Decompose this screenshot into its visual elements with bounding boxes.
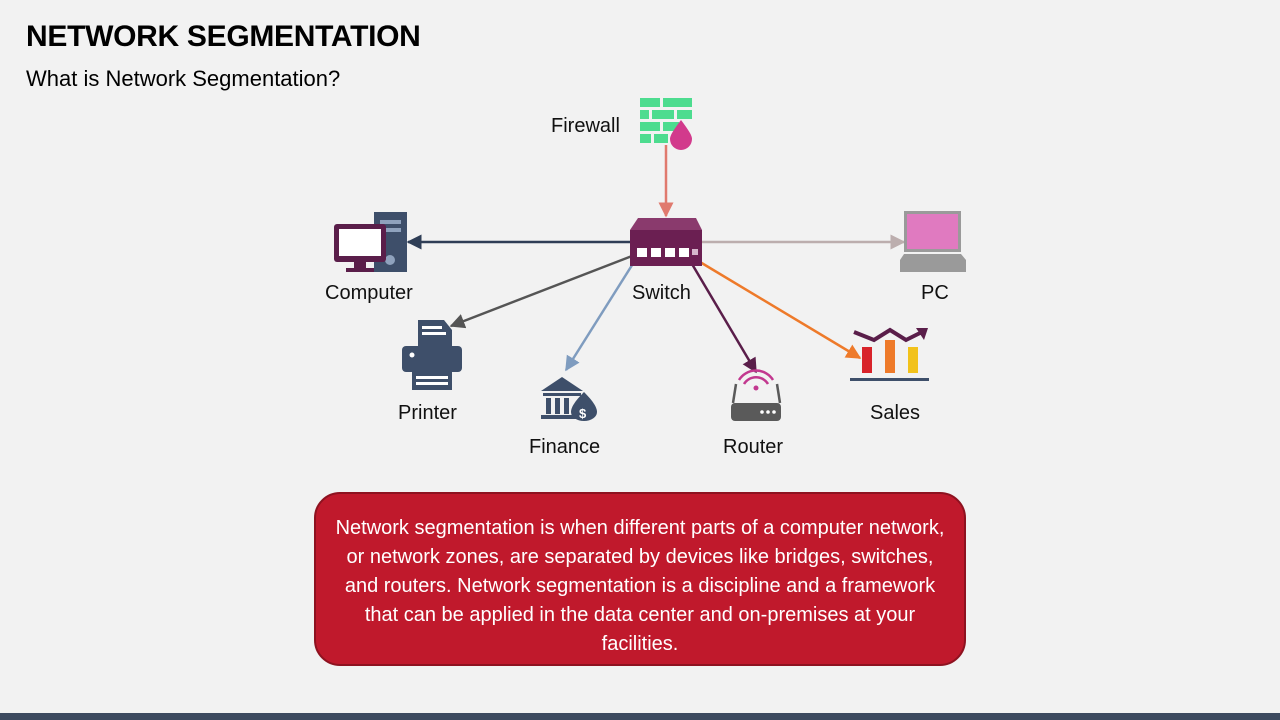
sales-label: Sales (870, 402, 920, 424)
description-text: Network segmentation is when different p… (335, 517, 945, 655)
switch-label: Switch (632, 282, 691, 304)
desktop-computer-icon (334, 212, 407, 272)
connections (406, 145, 906, 374)
bank-money-icon: $ (541, 377, 597, 421)
firewall-icon (640, 98, 692, 150)
svg-text:$: $ (579, 406, 587, 421)
pc-label: PC (921, 282, 949, 304)
printer-icon (402, 320, 462, 390)
edge-switch-router (690, 263, 758, 374)
computer-label: Computer (325, 282, 413, 304)
wifi-router-icon (731, 369, 782, 421)
firewall-label: Firewall (551, 115, 620, 137)
laptop-icon (900, 211, 966, 272)
sales-chart-icon (850, 327, 929, 381)
printer-label: Printer (398, 402, 457, 424)
router-label: Router (723, 436, 783, 458)
footer-bar (0, 713, 1280, 720)
edge-switch-sales (699, 260, 862, 360)
network-switch-icon (630, 218, 702, 266)
edge-switch-printer (449, 254, 633, 329)
description-callout: Network segmentation is when different p… (314, 492, 966, 666)
page-title: NETWORK SEGMENTATION (26, 20, 421, 53)
finance-label: Finance (529, 436, 600, 458)
edge-switch-finance (564, 261, 636, 372)
page-subtitle: What is Network Segmentation? (26, 66, 341, 91)
